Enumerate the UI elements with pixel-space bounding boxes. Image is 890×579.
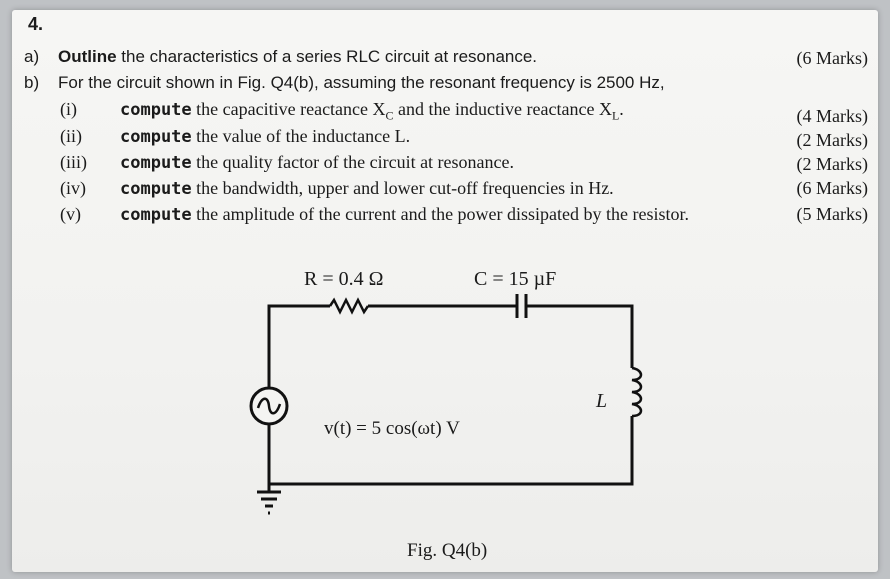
part-a-text: Outline the characteristics of a series … (58, 46, 537, 68)
ground-icon (257, 484, 281, 515)
part-iv-verb: compute (120, 179, 192, 199)
part-b-letter: b) (24, 73, 40, 92)
exam-sheet: 4. a) Outline the characteristics of a s… (12, 10, 878, 572)
question-number: 4. (28, 14, 44, 34)
ac-source-symbol (249, 386, 289, 426)
figure-caption: Fig. Q4(b) (407, 540, 488, 561)
part-i-number: (i) (60, 99, 77, 119)
circuit-diagram (249, 294, 643, 515)
capacitor-symbol (515, 294, 528, 318)
part-ii-marks: (2 Marks) (796, 130, 868, 150)
part-i-verb: compute (120, 100, 192, 120)
part-ii-body: the value of the inductance L. (196, 126, 411, 146)
part-ii-text: compute the value of the inductance L. (120, 125, 410, 148)
part-i-marks: (4 Marks) (796, 106, 868, 126)
part-i-text: compute the capacitive reactance XC and … (120, 98, 624, 127)
part-iii-marks: (2 Marks) (796, 154, 868, 174)
part-a-verb: Outline (58, 47, 117, 66)
part-i-body-2: and the inductive reactance X (393, 99, 612, 119)
part-i-body-3: . (619, 99, 624, 119)
part-i-sub-l: L (611, 108, 620, 123)
part-iii-verb: compute (120, 153, 192, 173)
wire-top-left (267, 304, 330, 319)
inductor-label: L (596, 390, 608, 412)
part-v-marks: (5 Marks) (796, 204, 868, 224)
part-i-body-1: the capacitive reactance X (196, 99, 386, 119)
part-iii-number: (iii) (60, 152, 87, 172)
resistor-label: R = 0.4 Ω (304, 268, 384, 290)
part-iv-number: (iv) (60, 178, 86, 198)
part-ii-verb: compute (120, 127, 192, 147)
wire-left-lower (267, 424, 282, 486)
part-iv-body: the bandwidth, upper and lower cut-off f… (196, 178, 614, 198)
part-iv-marks: (6 Marks) (796, 178, 868, 198)
wire-bottom (282, 416, 634, 486)
resistor-symbol (328, 297, 370, 315)
part-a-marks: (6 Marks) (796, 48, 868, 68)
part-ii-number: (ii) (60, 126, 82, 146)
part-iii-text: compute the quality factor of the circui… (120, 151, 514, 174)
source-label: v(t) = 5 cos(ωt) V (324, 418, 460, 439)
part-iii-body: the quality factor of the circuit at res… (196, 152, 515, 172)
part-iv-text: compute the bandwidth, upper and lower c… (120, 177, 614, 200)
wire-top-right (526, 304, 634, 368)
part-v-text: compute the amplitude of the current and… (120, 203, 689, 226)
part-i-sub-c: C (385, 108, 394, 123)
capacitor-label: C = 15 µF (474, 268, 557, 290)
part-b-text: For the circuit shown in Fig. Q4(b), ass… (58, 73, 665, 92)
part-v-number: (v) (60, 204, 81, 224)
part-a-body: the characteristics of a series RLC circ… (121, 47, 538, 66)
part-a-letter: a) (24, 47, 40, 66)
part-v-verb: compute (120, 205, 192, 225)
part-v-body: the amplitude of the current and the pow… (196, 204, 690, 224)
inductor-symbol (631, 366, 643, 418)
